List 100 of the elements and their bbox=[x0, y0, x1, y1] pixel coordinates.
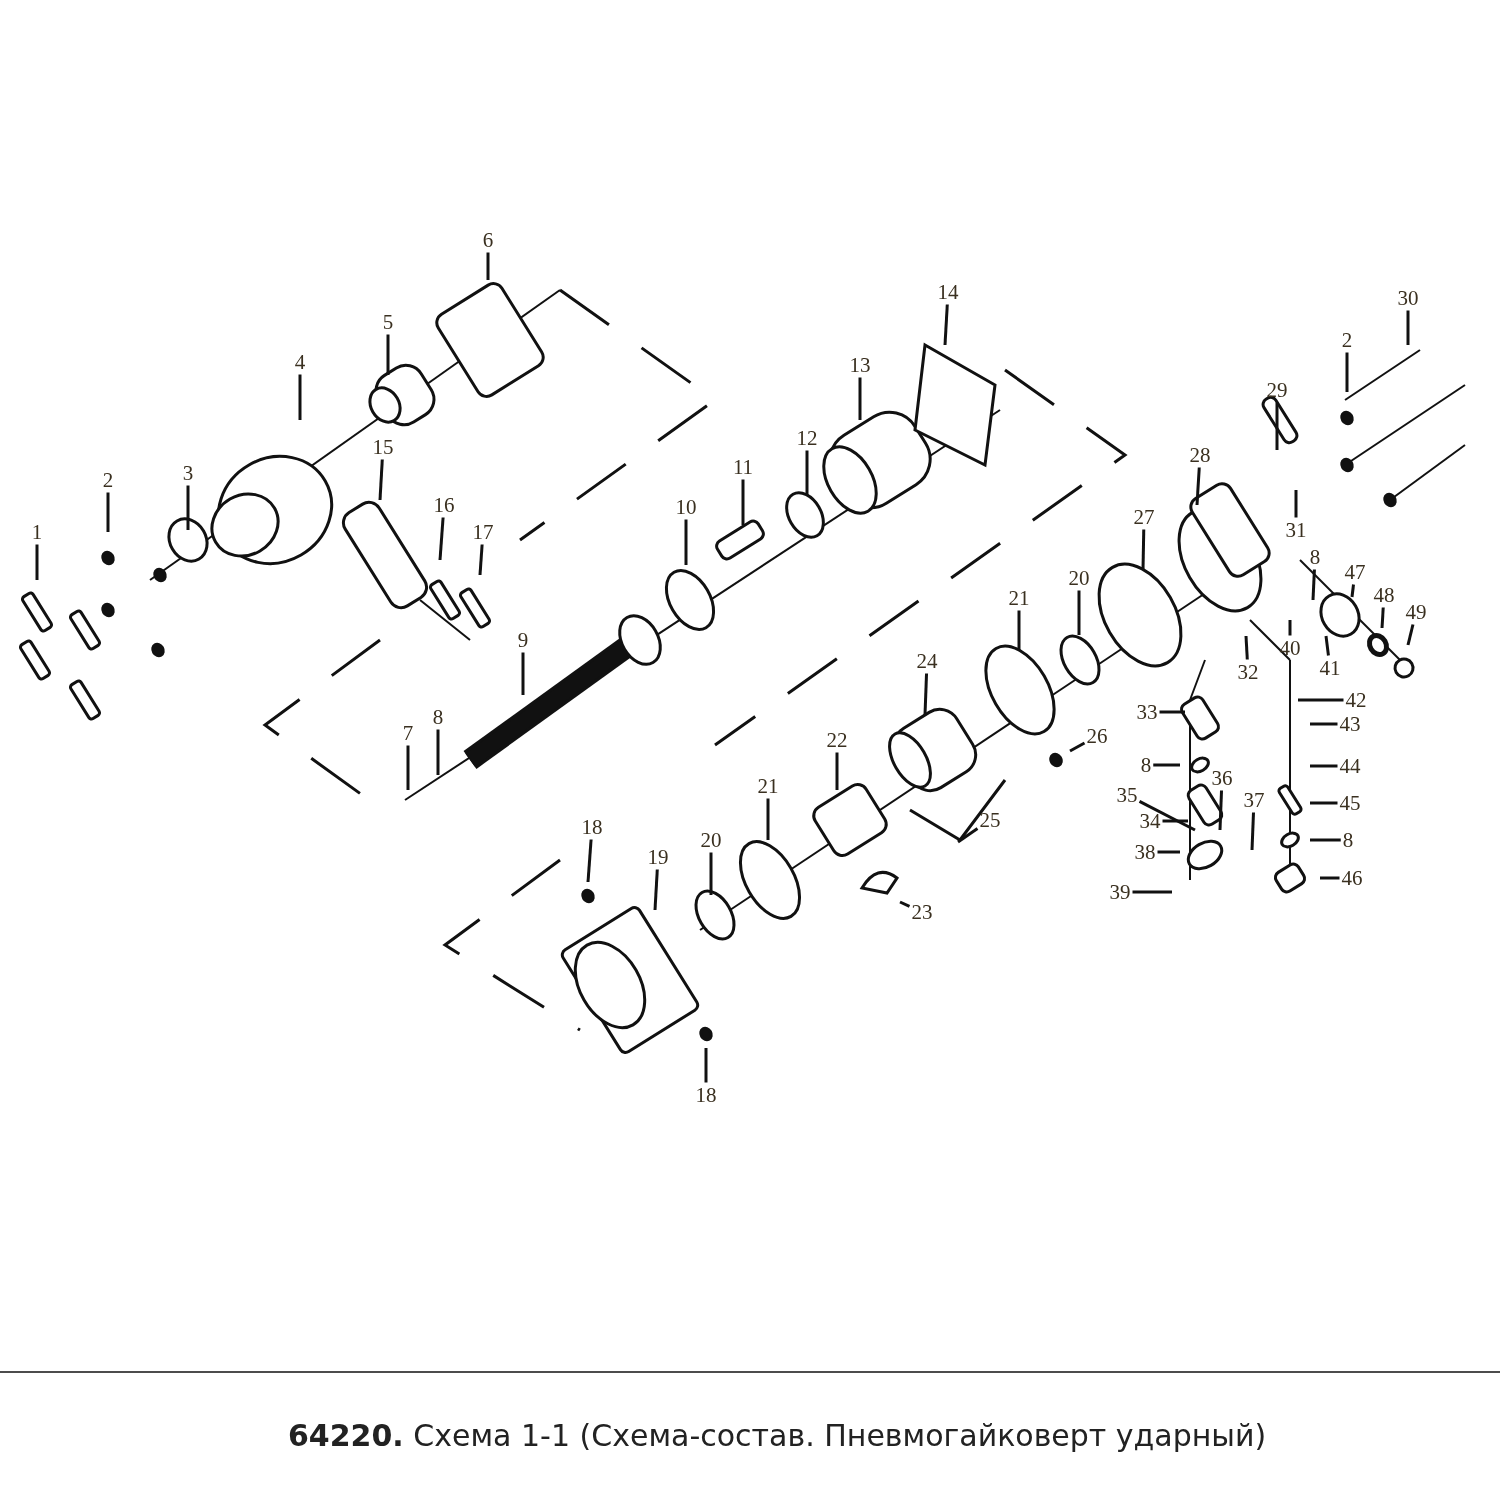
leader-line bbox=[741, 479, 745, 525]
callout-number: 14 bbox=[937, 281, 959, 303]
leader-line bbox=[1310, 764, 1338, 768]
leader-line bbox=[378, 459, 384, 501]
leader-line bbox=[478, 544, 484, 576]
callout-number: 37 bbox=[1243, 789, 1265, 811]
callout-number: 3 bbox=[182, 462, 194, 484]
callout-number: 22 bbox=[826, 729, 848, 751]
leader-line bbox=[386, 334, 390, 375]
callout-number: 49 bbox=[1405, 601, 1427, 623]
callout-number: 6 bbox=[482, 229, 494, 251]
leader-line bbox=[858, 377, 862, 420]
leader-line bbox=[186, 485, 190, 530]
callout-number: 32 bbox=[1237, 661, 1259, 683]
leader-line bbox=[35, 544, 39, 580]
leader-line bbox=[1350, 584, 1355, 598]
leader-line bbox=[1162, 819, 1188, 823]
callout-number: 39 bbox=[1109, 881, 1131, 903]
callout-number: 42 bbox=[1345, 689, 1367, 711]
callout-number: 41 bbox=[1319, 657, 1341, 679]
callout-number: 16 bbox=[433, 494, 455, 516]
leader-line bbox=[521, 652, 525, 695]
callout-number: 23 bbox=[911, 901, 933, 923]
callout-number: 45 bbox=[1339, 792, 1361, 814]
leader-line bbox=[704, 1048, 708, 1083]
leader-line bbox=[805, 450, 809, 495]
leader-line bbox=[1250, 812, 1255, 851]
leader-line bbox=[653, 869, 659, 911]
leader-line bbox=[1310, 801, 1338, 805]
callout-number: 33 bbox=[1136, 701, 1158, 723]
callout-number: 25 bbox=[979, 809, 1001, 831]
callout-number: 36 bbox=[1211, 767, 1233, 789]
callout-number: 29 bbox=[1266, 379, 1288, 401]
leader-line bbox=[1310, 722, 1338, 726]
leader-line bbox=[1320, 876, 1340, 880]
callout-number: 12 bbox=[796, 427, 818, 449]
callout-number: 11 bbox=[732, 456, 754, 478]
leader-line bbox=[1141, 529, 1146, 571]
leader-line bbox=[1195, 467, 1201, 506]
callout-number: 21 bbox=[757, 775, 779, 797]
leader-line bbox=[1017, 610, 1021, 650]
callout-number: 8 bbox=[1309, 546, 1321, 568]
leader-line bbox=[1345, 352, 1349, 392]
caption-text: 64220. Схема 1-1 (Схема-состав. Пневмогайковерт ударный) bbox=[288, 1418, 1267, 1453]
leader-line bbox=[923, 673, 929, 716]
leader-line bbox=[436, 729, 440, 775]
callout-number: 44 bbox=[1339, 755, 1361, 777]
callout-number: 4 bbox=[294, 351, 306, 373]
leader-line bbox=[106, 492, 110, 532]
leader-line bbox=[835, 752, 839, 790]
leader-line bbox=[1275, 402, 1279, 450]
callout-number: 20 bbox=[700, 829, 722, 851]
callout-number: 21 bbox=[1008, 587, 1030, 609]
leader-line bbox=[406, 745, 410, 790]
leader-line bbox=[298, 374, 302, 420]
leader-line bbox=[1244, 635, 1249, 660]
callout-number: 2 bbox=[102, 469, 114, 491]
leader-line bbox=[1298, 698, 1344, 702]
callout-number: 28 bbox=[1189, 444, 1211, 466]
callout-number: 15 bbox=[372, 436, 394, 458]
leader-line bbox=[586, 839, 593, 883]
leader-line bbox=[1218, 790, 1223, 831]
leader-line bbox=[1324, 635, 1330, 656]
leader-line bbox=[486, 252, 490, 280]
callout-number: 46 bbox=[1341, 867, 1363, 889]
callout-number: 9 bbox=[517, 629, 529, 651]
leader-line bbox=[1077, 590, 1081, 635]
leader-line bbox=[1406, 624, 1415, 646]
leader-line bbox=[1157, 850, 1180, 854]
callout-number: 26 bbox=[1086, 725, 1108, 747]
callout-number: 8 bbox=[1342, 829, 1354, 851]
leader-line bbox=[1138, 800, 1196, 832]
callout-number: 47 bbox=[1344, 561, 1366, 583]
leader-line bbox=[1311, 569, 1316, 601]
leader-line bbox=[1294, 490, 1298, 518]
leader-line bbox=[766, 798, 770, 840]
leader-line bbox=[1153, 763, 1180, 767]
callout-number: 2 bbox=[1341, 329, 1353, 351]
callout-number: 48 bbox=[1373, 584, 1395, 606]
leader-line bbox=[1069, 741, 1086, 753]
callout-number: 1 bbox=[31, 521, 43, 543]
callout-number: 7 bbox=[402, 722, 414, 744]
callout-number: 27 bbox=[1133, 506, 1155, 528]
callout-number: 24 bbox=[916, 650, 938, 672]
callout-number: 35 bbox=[1116, 784, 1138, 806]
callout-number: 18 bbox=[695, 1084, 717, 1106]
callout-number: 20 bbox=[1068, 567, 1090, 589]
leader-line bbox=[1406, 310, 1410, 345]
callout-number: 40 bbox=[1279, 637, 1301, 659]
callout-number: 5 bbox=[382, 311, 394, 333]
leader-line bbox=[957, 827, 979, 844]
callout-number: 17 bbox=[472, 521, 494, 543]
leader-line bbox=[943, 304, 949, 346]
callout-number: 8 bbox=[432, 706, 444, 728]
callout-number: 30 bbox=[1397, 287, 1419, 309]
callout-number: 10 bbox=[675, 496, 697, 518]
leader-line bbox=[1310, 838, 1341, 842]
leader-line bbox=[1159, 710, 1185, 714]
callout-number: 19 bbox=[647, 846, 669, 868]
leader-line bbox=[438, 517, 445, 561]
